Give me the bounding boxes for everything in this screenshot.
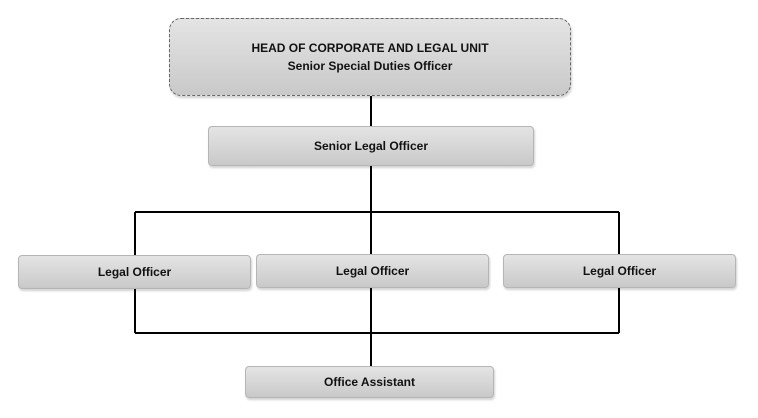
legal-officer-label: Legal Officer: [335, 264, 410, 278]
legal-officer-box-middle: Legal Officer: [256, 254, 489, 288]
head-box: HEAD OF CORPORATE AND LEGAL UNIT Senior …: [169, 18, 571, 96]
office-assistant-label: Office Assistant: [324, 375, 415, 389]
senior-legal-officer-label: Senior Legal Officer: [313, 139, 429, 153]
legal-officer-box-right: Legal Officer: [503, 254, 736, 288]
head-subtitle: Senior Special Duties Officer: [287, 59, 453, 73]
office-assistant-box: Office Assistant: [245, 366, 494, 398]
legal-officer-label: Legal Officer: [97, 265, 172, 279]
legal-officer-box-left: Legal Officer: [18, 255, 251, 289]
senior-legal-officer-box: Senior Legal Officer: [208, 126, 534, 166]
legal-officer-label: Legal Officer: [582, 264, 657, 278]
head-title: HEAD OF CORPORATE AND LEGAL UNIT: [251, 41, 489, 55]
